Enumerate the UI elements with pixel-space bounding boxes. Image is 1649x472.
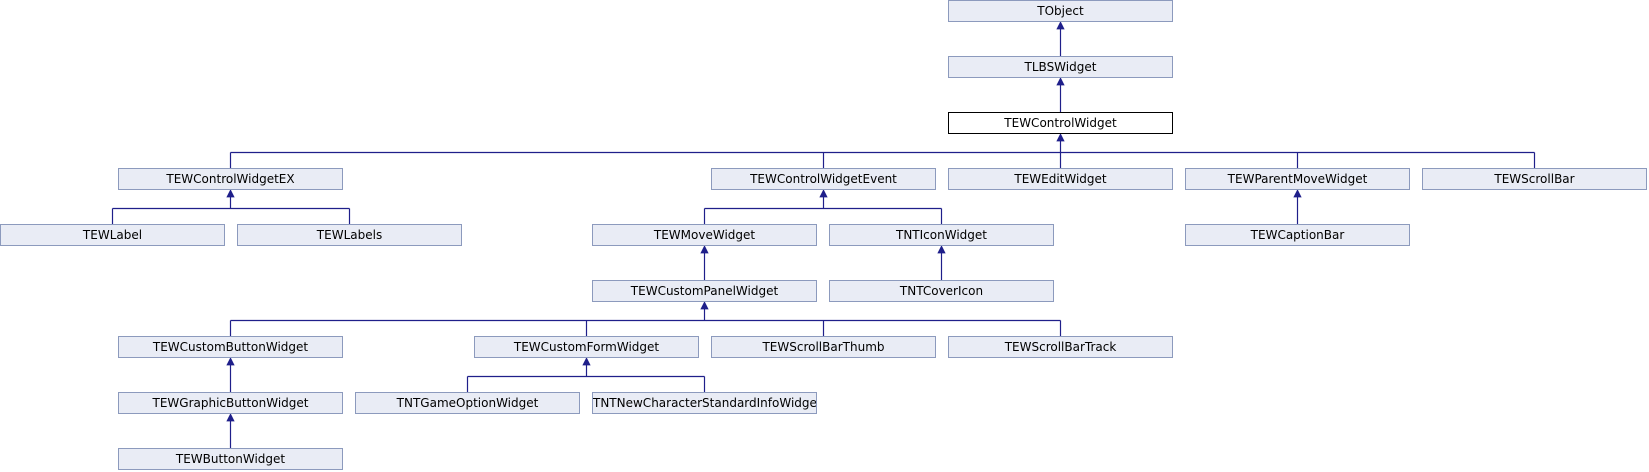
node-tewscrollbarthumb[interactable]: TEWScrollBarThumb (711, 336, 936, 358)
node-tewlabel[interactable]: TEWLabel (0, 224, 225, 246)
node-tewcustombuttonwidget[interactable]: TEWCustomButtonWidget (118, 336, 343, 358)
edge-arrowhead-tewgraphicbuttonwidget (226, 413, 235, 422)
edge-arrowhead-tewcustombuttonwidget (226, 357, 235, 366)
edge-arrowhead-tewcontrolwidgetex (226, 189, 235, 198)
node-tnticonwidget[interactable]: TNTIconWidget (829, 224, 1054, 246)
edge-arrowhead-tewmovewidget (700, 245, 709, 254)
node-tewparentmovewidget[interactable]: TEWParentMoveWidget (1185, 168, 1410, 190)
edge-arrowhead-tewcustompanelwidget (700, 301, 709, 310)
node-tewcontrolwidget[interactable]: TEWControlWidget (948, 112, 1173, 134)
node-tewmovewidget[interactable]: TEWMoveWidget (592, 224, 817, 246)
node-tewEditwidget[interactable]: TEWEditWidget (948, 168, 1173, 190)
node-tewgraphicbuttonwidget[interactable]: TEWGraphicButtonWidget (118, 392, 343, 414)
node-tntcovericon[interactable]: TNTCoverIcon (829, 280, 1054, 302)
edge-arrowhead-tewcontrolwidgetevent (819, 189, 828, 198)
node-tewcustompanelwidget[interactable]: TEWCustomPanelWidget (592, 280, 817, 302)
node-tlbswidget[interactable]: TLBSWidget (948, 56, 1173, 78)
edge-arrowhead-tobject (1056, 21, 1065, 30)
edge-arrowhead-tewparentmovewidget (1293, 189, 1302, 198)
edge-arrowhead-tlbswidget (1056, 77, 1065, 86)
edge-arrowhead-tewcontrolwidget (1056, 133, 1065, 142)
node-tntnewcharacterstandardinfowidget[interactable]: TNTNewCharacterStandardInfoWidget (592, 392, 817, 414)
node-tewscrollbartrack[interactable]: TEWScrollBarTrack (948, 336, 1173, 358)
edge-arrowhead-tnticonwidget (937, 245, 946, 254)
node-tewbuttonwidget[interactable]: TEWButtonWidget (118, 448, 343, 470)
edge-arrowhead-tewcustomformwidget (582, 357, 591, 366)
node-tewcontrolwidgetex[interactable]: TEWControlWidgetEX (118, 168, 343, 190)
node-tewscrollbar[interactable]: TEWScrollBar (1422, 168, 1647, 190)
node-tewcaptionbar[interactable]: TEWCaptionBar (1185, 224, 1410, 246)
node-tewlabels[interactable]: TEWLabels (237, 224, 462, 246)
node-tewcontrolwidgetevent[interactable]: TEWControlWidgetEvent (711, 168, 936, 190)
node-tntgameoptionwidget[interactable]: TNTGameOptionWidget (355, 392, 580, 414)
node-tewcustomformwidget[interactable]: TEWCustomFormWidget (474, 336, 699, 358)
node-tobject[interactable]: TObject (948, 0, 1173, 22)
